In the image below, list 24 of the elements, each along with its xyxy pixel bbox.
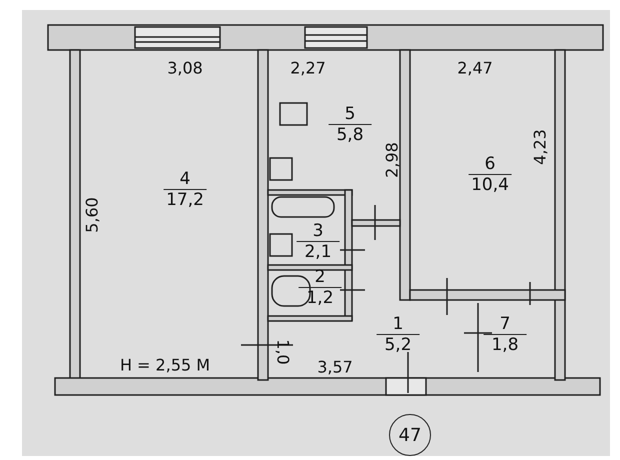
- dimension-label: 2,47: [457, 58, 493, 78]
- room-area: 1,2: [306, 288, 334, 308]
- room-area: 10,4: [471, 175, 509, 195]
- dimension-label: 2,98: [382, 142, 402, 178]
- room-number: 3: [296, 222, 340, 242]
- dimension-label: 3,57: [317, 358, 353, 376]
- room-number: 5: [328, 105, 372, 125]
- room-area: 1,8: [491, 335, 519, 355]
- room-number: 6: [468, 155, 512, 175]
- room-number: 1: [376, 315, 420, 335]
- room-area: 17,2: [166, 190, 204, 210]
- dimension-label: 4,23: [530, 129, 550, 165]
- room-area: 5,2: [384, 335, 412, 355]
- dimension-label: 5,60: [82, 197, 102, 233]
- room-number: 4: [164, 170, 206, 190]
- room-number: 2: [298, 268, 342, 288]
- dimension-label: 1,0: [274, 339, 292, 365]
- room-area: 5,8: [336, 125, 364, 145]
- room-area: 2,1: [304, 242, 332, 262]
- ceiling-height-note: Н = 2,55 М: [120, 356, 210, 374]
- dimension-label: 3,08: [167, 58, 203, 78]
- axis-marker: 47: [389, 414, 431, 456]
- dimension-label: 2,27: [290, 58, 326, 78]
- room-number: 7: [484, 315, 526, 335]
